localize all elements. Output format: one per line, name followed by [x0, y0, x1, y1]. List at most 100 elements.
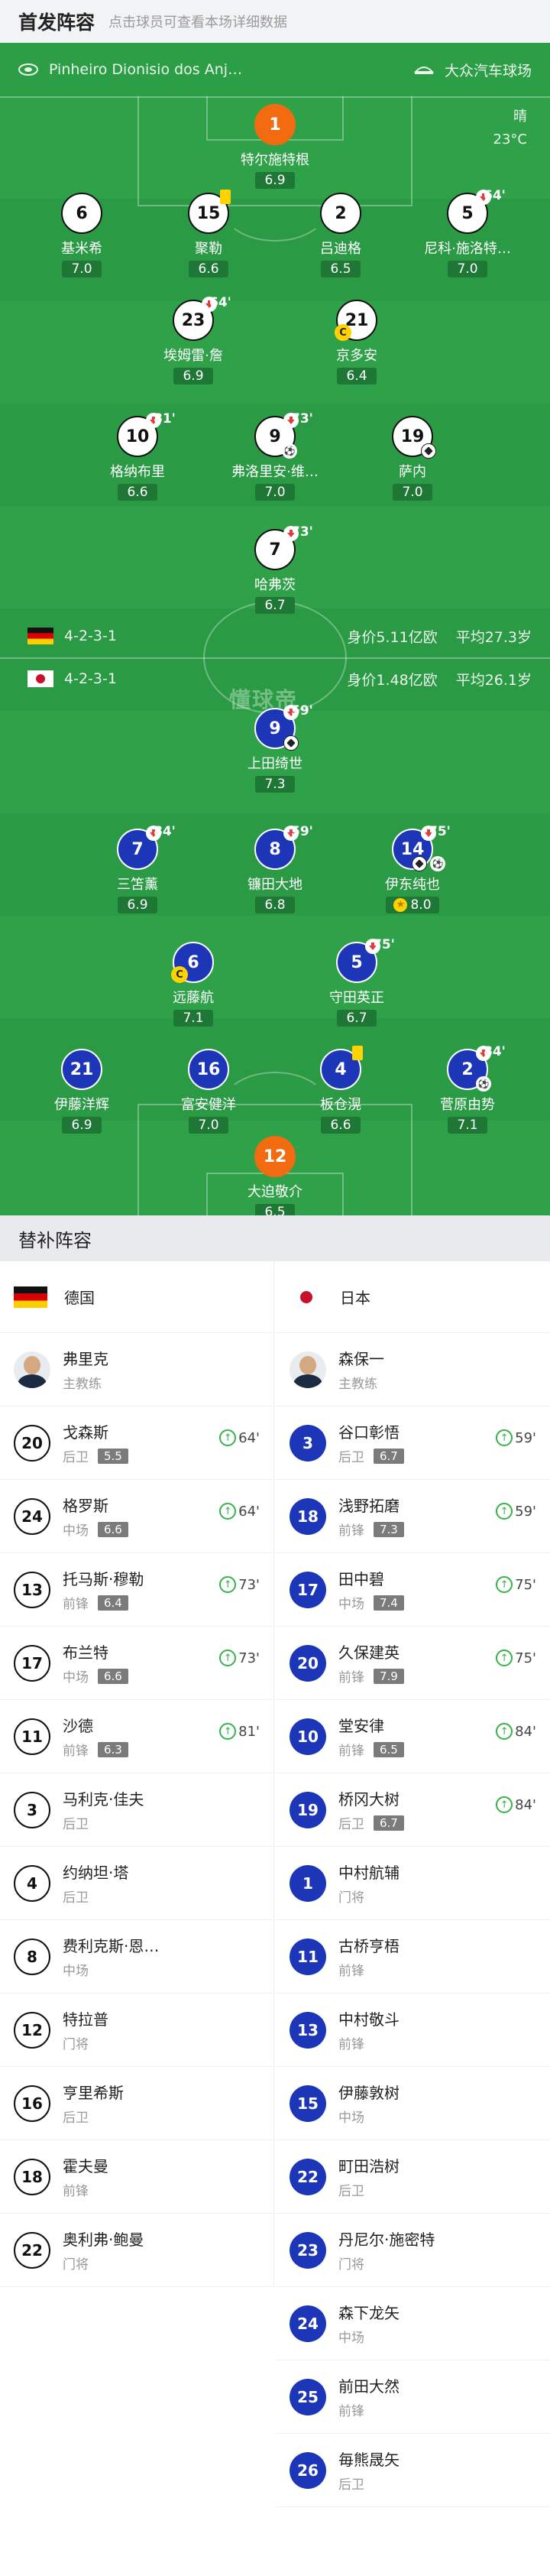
player-rating-best: ★8.0	[386, 897, 439, 913]
player-home-cb1[interactable]: 15 聚勒 6.6	[144, 190, 273, 277]
player-home-gk[interactable]: 1 特尔施特根 6.9	[210, 104, 340, 189]
player-number: 4	[14, 1864, 50, 1902]
player-position-row: 中场	[338, 2327, 400, 2346]
player-position: 后卫	[63, 1890, 89, 1906]
sub-time: 84'	[515, 1796, 536, 1813]
player-rating: 6.7	[374, 1448, 404, 1464]
player-position: 前锋	[63, 2184, 89, 2199]
home-coach[interactable]: 弗里克主教练	[0, 1333, 273, 1406]
coach-name: 森保一	[338, 1350, 384, 1368]
subs-header: 替补阵容	[0, 1215, 550, 1261]
player-number: 21	[61, 1049, 102, 1090]
player-number: 3	[14, 1791, 50, 1828]
sub-in-arrow-icon: ↑	[496, 1650, 513, 1666]
player-rating: 7.4	[374, 1595, 404, 1611]
player-position-row: 前锋	[338, 1960, 400, 1979]
away-coach[interactable]: 森保一主教练	[276, 1333, 550, 1406]
player-away-cb1[interactable]: 16 富安健洋 7.0	[144, 1049, 273, 1134]
sub-event: ↑81'	[219, 1723, 260, 1740]
sub-time: 75'	[373, 937, 395, 952]
captain-icon: C	[335, 324, 351, 341]
player-home-cb2[interactable]: 2 吕迪格 6.5	[276, 193, 406, 277]
player-away-gk[interactable]: 12 大迫敬介 6.5	[210, 1136, 340, 1215]
coach-name: 弗里克	[63, 1350, 108, 1368]
sub-event: ↑73'	[219, 1576, 260, 1593]
home-value: 身价5.11亿欧	[347, 628, 438, 646]
player-position: 前锋	[63, 1597, 89, 1612]
player-position: 后卫	[63, 2110, 89, 2126]
player-rating: 6.7	[255, 597, 295, 614]
player-position: 中场	[63, 1964, 89, 1979]
player-home-rb[interactable]: 6 基米希 7.0	[17, 193, 147, 277]
player-name: 伊藤敦树	[338, 2084, 400, 2102]
sub-event: ↑59'	[496, 1503, 536, 1520]
goal-ball-icon	[283, 735, 299, 751]
home-team-row: 德国	[0, 1261, 273, 1333]
player-position: 后卫	[63, 1817, 89, 1832]
player-rating: 7.0	[189, 1117, 228, 1134]
player-info: 町田浩树后卫	[338, 2154, 400, 2199]
player-home-lm[interactable]: 19 萨内 7.0	[348, 416, 477, 501]
germany-flag-icon	[14, 1286, 47, 1308]
player-rating: 6.5	[321, 261, 361, 277]
player-name: 弗洛里安·维…	[231, 464, 319, 480]
player-rating: 6.5	[374, 1741, 404, 1757]
player-rating: 7.0	[448, 261, 487, 277]
player-position: 中场	[338, 1597, 364, 1612]
player-position: 后卫	[338, 1450, 364, 1465]
player-position: 门将	[63, 2037, 89, 2052]
player-position: 中场	[63, 1523, 89, 1539]
player-position-row: 前锋	[338, 2400, 400, 2419]
player-position-row: 门将	[338, 2253, 435, 2273]
player-rating: 7.1	[448, 1117, 487, 1134]
player-name: 守田英正	[329, 990, 384, 1006]
player-away-cb2[interactable]: 4 板仓滉 6.6	[276, 1046, 406, 1134]
away-age: 平均26.1岁	[455, 671, 532, 689]
player-away-rb[interactable]: 21 伊藤洋辉 6.9	[17, 1049, 147, 1134]
player-number: 24	[290, 2305, 326, 2342]
player-number: 22	[14, 2231, 50, 2269]
